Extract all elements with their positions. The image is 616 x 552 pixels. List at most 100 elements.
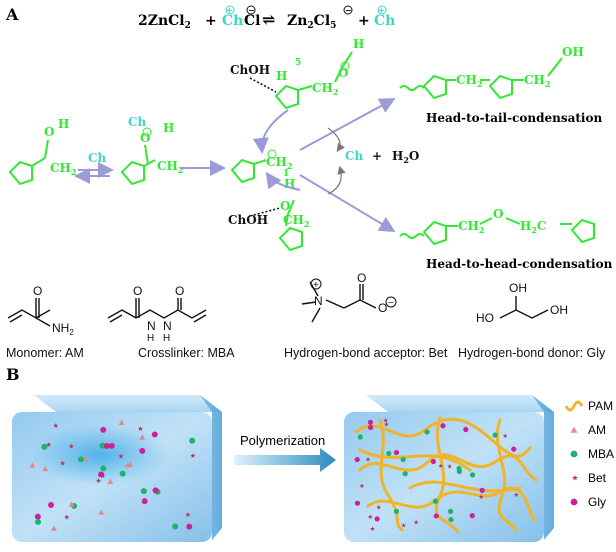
lbl-h-top2: H bbox=[353, 37, 364, 51]
lbl-ch-hh: CH2 bbox=[458, 219, 484, 235]
mba-particle bbox=[448, 517, 454, 523]
lbl-ch2-center: CH2 bbox=[266, 155, 292, 171]
lbl-five: 5 bbox=[295, 58, 301, 68]
lbl-h2o: H2O bbox=[392, 149, 419, 165]
eq-plus-1: + bbox=[205, 13, 217, 29]
bet-particle: ★ bbox=[190, 452, 196, 460]
charges-green bbox=[142, 61, 350, 159]
name-bet: Hydrogen-bond acceptor: Bet bbox=[284, 346, 448, 360]
bet-particle: ★ bbox=[185, 511, 191, 519]
bet-particle: ★ bbox=[438, 462, 444, 470]
legend-gly-label: Gly bbox=[588, 495, 606, 509]
bet-minus: − bbox=[388, 298, 394, 309]
particles-after: ★★★★★★★★★★★★★★ bbox=[354, 416, 519, 533]
bond-5 bbox=[253, 159, 267, 165]
bet-particle: ★ bbox=[137, 425, 143, 433]
mba-particle bbox=[172, 523, 179, 530]
am-particle bbox=[98, 509, 105, 515]
eq-cl-minus: − bbox=[248, 5, 255, 15]
bond-16 bbox=[479, 217, 493, 225]
eq-ch2-plus: + bbox=[378, 5, 385, 15]
mba-particle bbox=[447, 508, 454, 514]
particles-before: ★★★★★★★★★★★ bbox=[29, 419, 196, 531]
panel-b-label: B bbox=[6, 365, 20, 384]
polymerization-label: Polymerization bbox=[240, 433, 325, 448]
mba-particle bbox=[77, 456, 84, 463]
eq-product-minus: − bbox=[345, 5, 352, 15]
mba-particle bbox=[140, 488, 147, 495]
gly-particle bbox=[354, 456, 360, 463]
gly-particle bbox=[139, 447, 146, 454]
bet-plus: + bbox=[313, 280, 319, 291]
equation: 2ZnCl2 + Ch Cl + − ⇌ Zn2Cl5 − + Ch + bbox=[138, 5, 395, 31]
eq-ch2-charge bbox=[377, 5, 387, 15]
bet-o1: O bbox=[357, 271, 366, 285]
furan-ring-4 bbox=[274, 84, 299, 110]
gly-particle bbox=[433, 513, 439, 519]
eq-ch-plus: + bbox=[226, 5, 233, 15]
ch-labels: Ch Ch ChOH ChOH Ch + H2O bbox=[88, 63, 419, 227]
eq-zncl2: 2ZnCl2 bbox=[138, 13, 191, 31]
eq-ch-charge bbox=[225, 5, 235, 15]
bet-particle: ★ bbox=[46, 441, 52, 449]
bond-14 bbox=[547, 57, 563, 77]
bet-me3 bbox=[311, 307, 321, 323]
lbl-h-top: H bbox=[276, 69, 287, 83]
gly-particle bbox=[393, 449, 400, 456]
eq-product: Zn2Cl5 bbox=[287, 13, 336, 31]
bet-particle: ★ bbox=[359, 482, 365, 490]
gly-particle bbox=[354, 500, 361, 506]
hbond-bottom bbox=[249, 207, 281, 217]
mba-particle bbox=[424, 429, 430, 435]
wavy-2 bbox=[399, 233, 425, 239]
arrow-head-head bbox=[299, 174, 396, 233]
eq-plus-2: + bbox=[358, 13, 370, 29]
structure-drawings bbox=[7, 281, 549, 327]
furan-ring-5 bbox=[278, 226, 303, 252]
mba-o1: O bbox=[133, 284, 142, 298]
gly-ho: HO bbox=[476, 311, 494, 325]
eq-cl-charge bbox=[246, 5, 256, 15]
bet-o2: O bbox=[378, 301, 387, 315]
furan-ring-2 bbox=[120, 160, 145, 186]
bond-6 bbox=[297, 85, 313, 91]
am-double bbox=[9, 314, 23, 323]
gly-skeleton bbox=[499, 309, 549, 319]
bet-charge-circles bbox=[310, 278, 397, 308]
bond-8 bbox=[342, 51, 353, 67]
arrow-bottom-attack bbox=[265, 171, 301, 191]
bet-particle: ★ bbox=[376, 503, 382, 511]
bond-4 bbox=[144, 144, 149, 165]
am-particle bbox=[42, 465, 49, 472]
hbond-lines bbox=[249, 77, 281, 217]
gly-particle bbox=[511, 446, 517, 452]
mba-particle bbox=[456, 468, 462, 475]
mba-particle bbox=[432, 498, 439, 504]
name-gly: Hydrogen-bond donor: Gly bbox=[458, 346, 606, 360]
gly-particle bbox=[152, 487, 159, 494]
am-particle bbox=[139, 434, 146, 440]
mba-particle bbox=[35, 518, 42, 525]
gly-particle bbox=[367, 419, 373, 425]
mba-particle bbox=[400, 456, 406, 463]
lbl-choh-top: ChOH bbox=[230, 63, 270, 77]
eq-cl: Cl bbox=[244, 13, 260, 29]
furan-ring-3 bbox=[230, 158, 255, 184]
mba-particle bbox=[41, 443, 48, 450]
gly-oh-top: OH bbox=[509, 281, 527, 295]
am-cn bbox=[35, 317, 51, 327]
release-arrows bbox=[327, 127, 346, 195]
lbl-h2c-hh: H2C bbox=[520, 219, 546, 235]
legend-am-icon bbox=[570, 426, 578, 433]
bet-particle: ★ bbox=[53, 422, 59, 430]
gly-particle bbox=[48, 502, 55, 509]
am-skeleton bbox=[7, 309, 51, 319]
name-am: Monomer: AM bbox=[6, 346, 84, 360]
bet-particle: ★ bbox=[513, 491, 519, 499]
bet-particle: ★ bbox=[367, 513, 373, 521]
mba-particle bbox=[393, 508, 400, 514]
bet-particle: ★ bbox=[383, 420, 389, 428]
charge-o-top bbox=[340, 61, 350, 71]
bet-particle: ★ bbox=[370, 525, 376, 533]
